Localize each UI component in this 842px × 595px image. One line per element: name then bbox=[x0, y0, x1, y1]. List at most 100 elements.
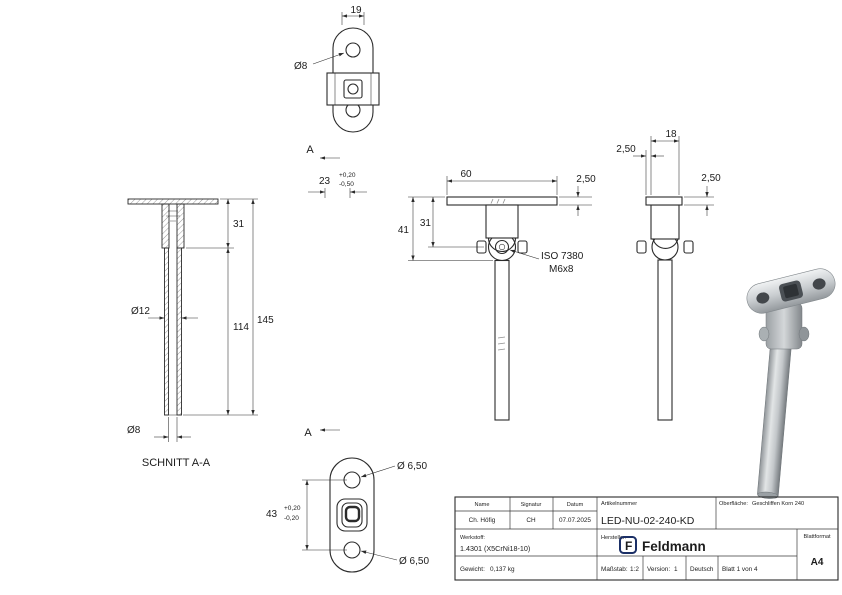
cutting-plane-arrow-bottom: A bbox=[304, 427, 340, 439]
dimension-250-front: 2,50 bbox=[559, 174, 596, 216]
dimension-31-front: 31 bbox=[420, 197, 484, 248]
title-block: Name Signatur Datum Ch. Höfig CH 07.07.2… bbox=[454, 496, 839, 581]
plate-section bbox=[127, 198, 219, 205]
dim-250-left-text: 2,50 bbox=[616, 144, 636, 155]
clevis-wall-right bbox=[176, 203, 185, 249]
engraving-mark-plate bbox=[490, 198, 506, 204]
screw-callout: ISO 7380 M6x8 bbox=[509, 249, 584, 275]
d650-top-text: Ø 6,50 bbox=[397, 461, 427, 472]
dimension-19: 19 bbox=[341, 5, 365, 25]
dim-31-text: 31 bbox=[233, 219, 245, 230]
format-value: A4 bbox=[811, 557, 824, 568]
date-header: Datum bbox=[567, 502, 584, 508]
screw-head bbox=[494, 239, 510, 255]
screw-note-line2: M6x8 bbox=[549, 264, 574, 275]
name-value: Ch. Höfig bbox=[469, 517, 496, 524]
article-number: LED-NU-02-240-KD bbox=[601, 515, 695, 527]
cut-letter-bottom: A bbox=[304, 427, 312, 439]
logo-mark bbox=[619, 536, 637, 554]
plate-hole-top bbox=[345, 42, 361, 58]
square-socket bbox=[343, 79, 363, 99]
dimension-dia8-bore: Ø8 bbox=[127, 417, 191, 442]
dimension-60: 60 bbox=[446, 169, 558, 195]
sheet-value: Blatt 1 von 4 bbox=[722, 566, 758, 573]
signature-header: Signatur bbox=[521, 502, 542, 508]
material-header: Werkstoff: bbox=[460, 535, 485, 541]
dimension-145: 145 bbox=[251, 199, 274, 415]
plate-side bbox=[645, 196, 683, 206]
bolt-end-side-left bbox=[636, 240, 647, 254]
view-front: 60 2,50 41 31 ISO 7380 M6x8 bbox=[398, 169, 596, 421]
plate-bottom-outline bbox=[329, 457, 375, 573]
language-value: Deutsch bbox=[690, 566, 714, 573]
cutting-plane-arrow-top: A bbox=[306, 144, 340, 160]
weight-value: 0,137 kg bbox=[490, 566, 515, 573]
brand-wordmark: Feldmann bbox=[642, 539, 706, 554]
format-header: Blattformat bbox=[803, 534, 830, 540]
feldmann-logo: F Feldmann bbox=[619, 536, 706, 554]
dimension-23-tol: 23 +0,20 -0,50 bbox=[308, 172, 367, 198]
rod-front bbox=[494, 259, 510, 421]
dimension-d650-top: Ø 6,50 bbox=[360, 461, 427, 478]
scale-value: 1:2 bbox=[630, 566, 639, 573]
nut-end-right bbox=[517, 240, 528, 254]
rod-wall-right bbox=[176, 247, 182, 416]
cut-letter-top: A bbox=[306, 144, 314, 156]
logo-letter: F bbox=[625, 539, 632, 553]
section-label: SCHNITT A-A bbox=[142, 457, 211, 469]
dim-250-right-text: 2,50 bbox=[701, 173, 721, 184]
material-value: 1.4301 (X5CrNi18-10) bbox=[460, 544, 530, 553]
dim-145-text: 145 bbox=[257, 315, 274, 326]
render-plate bbox=[746, 268, 836, 314]
date-value: 07.07.2025 bbox=[559, 517, 591, 524]
render-3d bbox=[746, 268, 836, 499]
dimension-250-left: 2,50 bbox=[616, 144, 664, 195]
weight-label: Gewicht: bbox=[460, 566, 485, 573]
view-side: 18 2,50 2,50 bbox=[616, 129, 721, 421]
dimension-250-right: 2,50 bbox=[684, 173, 721, 216]
name-header: Name bbox=[475, 502, 490, 508]
dia12-text: Ø12 bbox=[131, 306, 150, 317]
version-value: 1 bbox=[674, 566, 678, 573]
pivot-hole bbox=[347, 83, 359, 95]
dimension-41: 41 bbox=[398, 196, 493, 261]
screw-note-line1: ISO 7380 bbox=[541, 251, 584, 262]
dim-43-text: 43 bbox=[266, 509, 278, 520]
socket-inner bbox=[344, 505, 361, 523]
d650-bottom-text: Ø 6,50 bbox=[399, 556, 429, 567]
dim-114-text: 114 bbox=[233, 322, 249, 333]
render-rod bbox=[757, 343, 792, 499]
surface-header: Oberfläche: bbox=[719, 501, 748, 507]
clevis-top-outline bbox=[326, 72, 380, 106]
bolt-end-side-right bbox=[683, 240, 694, 254]
rod-side bbox=[657, 259, 673, 421]
manufacturer-header: Hersteller: bbox=[601, 535, 627, 541]
dia8-bore-text: Ø8 bbox=[127, 425, 141, 436]
dimension-dia12: Ø12 bbox=[131, 306, 198, 320]
version-label: Version: bbox=[647, 566, 670, 573]
dimension-dia8-top: Ø8 bbox=[294, 52, 345, 72]
clevis-wall-left bbox=[161, 203, 170, 249]
signature-value: CH bbox=[526, 517, 536, 524]
engraving-mark-rod bbox=[497, 336, 506, 351]
dim-41-text: 41 bbox=[398, 225, 410, 236]
render-bolt-left bbox=[758, 326, 770, 342]
clevis-side bbox=[650, 204, 680, 240]
dim-19-text: 19 bbox=[350, 5, 362, 16]
tol-43-plus: +0,20 bbox=[284, 505, 301, 512]
article-header: Artikelnummer bbox=[601, 501, 637, 507]
dimension-43-tol: 43 +0,20 -0,20 bbox=[266, 479, 347, 551]
tol-23-minus: -0,50 bbox=[339, 181, 354, 188]
view-top-plate: 19 Ø8 bbox=[294, 5, 380, 133]
dim-31-front-text: 31 bbox=[420, 218, 432, 229]
clevis-front bbox=[485, 204, 519, 239]
dimension-114: 114 bbox=[183, 248, 258, 416]
dimension-d650-bottom: Ø 6,50 bbox=[360, 550, 429, 567]
dia8-top-text: Ø8 bbox=[294, 61, 308, 72]
rod-wall-left bbox=[164, 247, 169, 416]
render-bolt-right bbox=[798, 326, 810, 342]
plate-front bbox=[446, 196, 558, 206]
view-section-aa: 31 114 145 Ø12 Ø8 SCHNITT A-A A bbox=[127, 144, 367, 469]
